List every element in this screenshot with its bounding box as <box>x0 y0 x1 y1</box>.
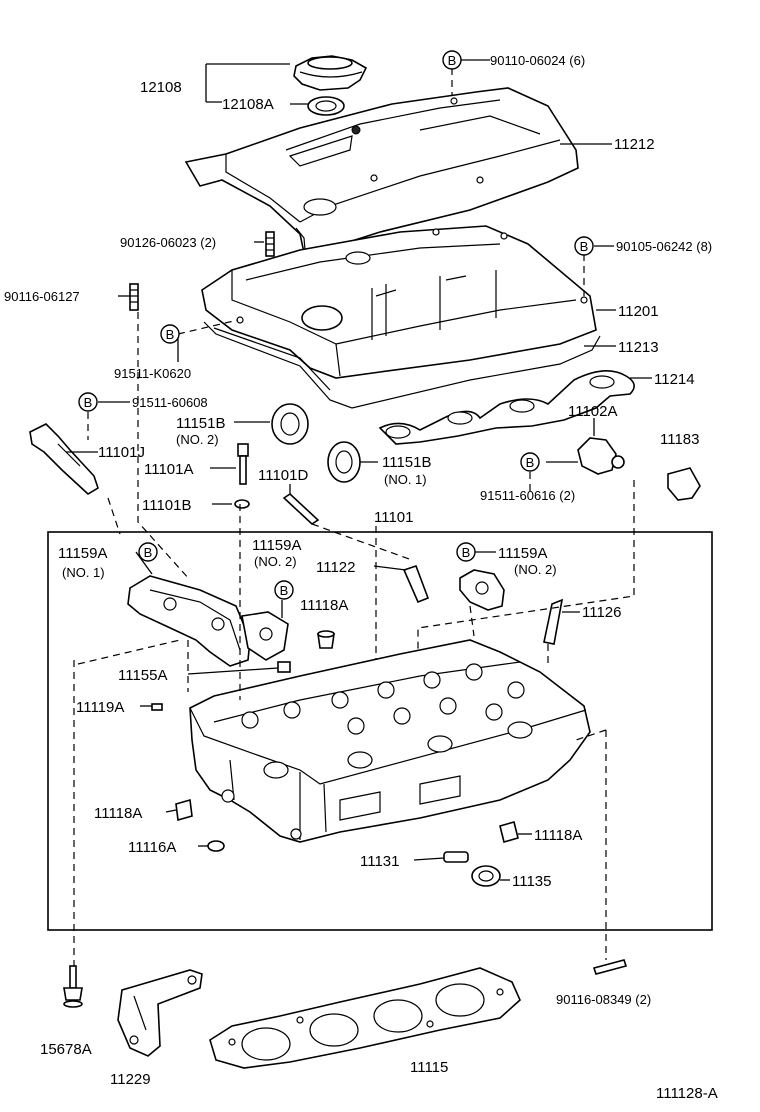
label-11119a: 11119A <box>76 699 124 716</box>
badge-b-91511-60616: B <box>520 452 540 472</box>
camshaft-bearing-cap-no2-right-part <box>459 569 505 611</box>
svg-text:B: B <box>166 327 175 342</box>
head-gasket-11115-part <box>209 967 521 1069</box>
figure-reference-number: 111128-A <box>656 1085 718 1102</box>
cylinder-head-part <box>189 639 591 843</box>
bolt-11101a-part <box>237 443 249 485</box>
svg-text:B: B <box>84 395 93 410</box>
part-11135 <box>471 865 501 887</box>
label-11135: 11135 <box>512 873 552 890</box>
label-11229: 11229 <box>110 1071 151 1088</box>
label-91511-60608: 91511-60608 <box>132 395 208 410</box>
part-11116a <box>207 840 225 852</box>
badge-b-90105: B <box>574 236 594 256</box>
svg-text:B: B <box>448 53 457 68</box>
label-11183: 11183 <box>660 431 700 448</box>
label-12108a: 12108A <box>222 96 274 113</box>
label-90116-08349: 90116-08349 (2) <box>556 992 651 1007</box>
cam-position-sensor-part <box>577 437 625 475</box>
plug-11118a-top-part <box>317 630 335 649</box>
label-11126: 11126 <box>582 604 622 621</box>
badge-b-11159a-right: B <box>456 542 476 562</box>
oil-filler-cap-part <box>293 55 368 91</box>
label-11101d: 11101D <box>258 467 308 484</box>
label-11212: 11212 <box>614 136 655 153</box>
svg-text:B: B <box>462 545 471 560</box>
label-11116a: 11116A <box>128 839 176 856</box>
plug-11118a-right-part <box>499 821 519 843</box>
label-11159a-no2-mid: 11159A <box>252 537 302 554</box>
label-11213: 11213 <box>618 339 659 356</box>
label-90110-06024: 90110-06024 (6) <box>490 53 585 68</box>
label-11214: 11214 <box>654 371 695 388</box>
head-cover-part <box>201 225 597 379</box>
label-11151b-no1: 11151B <box>382 454 432 471</box>
badge-b-11159a-mid: B <box>274 580 294 600</box>
label-11118a-right: 11118A <box>534 827 582 844</box>
label-91511-k0620: 91511-K0620 <box>114 366 191 381</box>
stud-bolt-90126-part <box>265 231 275 257</box>
label-90126-06023: 90126-06023 (2) <box>120 235 216 250</box>
label-11115: 11115 <box>410 1059 448 1076</box>
label-11101b: 11101B <box>142 497 192 514</box>
washer-11101b-part <box>234 499 250 509</box>
oil-seal-no1-part <box>327 441 361 483</box>
label-11101: 11101 <box>374 509 414 526</box>
camshaft-timing-sensor-part <box>29 423 99 495</box>
oil-seal-no2-part <box>271 403 309 445</box>
label-11159a-no2-right: 11159A <box>498 545 548 562</box>
svg-text:B: B <box>280 583 289 598</box>
label-91511-60616: 91511-60616 (2) <box>480 488 575 503</box>
label-no2-c: (NO. 2) <box>514 562 557 577</box>
plug-11118a-left-part <box>175 798 193 822</box>
part-11131 <box>443 851 469 863</box>
camshaft-bearing-cap-no1-part <box>127 575 251 667</box>
label-no1-b: (NO. 1) <box>62 565 105 580</box>
label-no2-a: (NO. 2) <box>176 432 219 447</box>
part-11155a <box>277 661 291 673</box>
stud-bolt-90116-08349-part <box>592 959 628 975</box>
bolt-15678a-part <box>63 965 83 1008</box>
svg-text:B: B <box>526 455 535 470</box>
label-15678a: 15678A <box>40 1041 92 1058</box>
badge-b-90110: B <box>442 50 462 70</box>
camshaft-bearing-cap-no2-mid-part <box>241 611 289 661</box>
svg-text:B: B <box>580 239 589 254</box>
badge-b-11159a-left: B <box>138 542 158 562</box>
spark-plug-tube-11122-part <box>402 564 430 604</box>
label-11102a: 11102A <box>568 403 618 420</box>
label-11151b-no2: 11151B <box>176 415 226 432</box>
label-11201: 11201 <box>618 303 659 320</box>
cylinder-head-cover-part <box>184 87 579 264</box>
label-90116-06127: 90116-06127 <box>4 289 80 304</box>
head-cover-gasket-part <box>203 321 601 409</box>
label-11101a: 11101A <box>144 461 194 478</box>
label-11118a-top: 11118A <box>300 597 348 614</box>
label-90105-06242: 90105-06242 (8) <box>616 239 712 254</box>
cylinder-head-assembly-frame <box>47 531 713 931</box>
badge-b-91511-k0620: B <box>160 324 180 344</box>
part-11119a <box>151 703 163 711</box>
label-11118a-left: 11118A <box>94 805 142 822</box>
part-11183 <box>667 467 701 501</box>
label-no1-a: (NO. 1) <box>384 472 427 487</box>
badge-b-91511-60608: B <box>78 392 98 412</box>
label-12108: 12108 <box>140 79 182 96</box>
label-11155a: 11155A <box>118 667 168 684</box>
svg-text:B: B <box>144 545 153 560</box>
filler-cap-gasket-part <box>307 96 345 116</box>
label-11101j: 11101J <box>98 444 145 461</box>
label-no2-b: (NO. 2) <box>254 554 297 569</box>
stud-bolt-90116-06127-part <box>129 283 139 311</box>
spark-plug-tube-11126-part <box>543 598 564 645</box>
plug-hole-gasket-part <box>378 370 635 445</box>
bracket-11229-part <box>117 969 203 1057</box>
stud-11101d-part <box>282 492 320 526</box>
label-11131: 11131 <box>360 853 400 870</box>
label-11159a-no1: 11159A <box>58 545 108 562</box>
label-11122: 11122 <box>316 559 356 576</box>
